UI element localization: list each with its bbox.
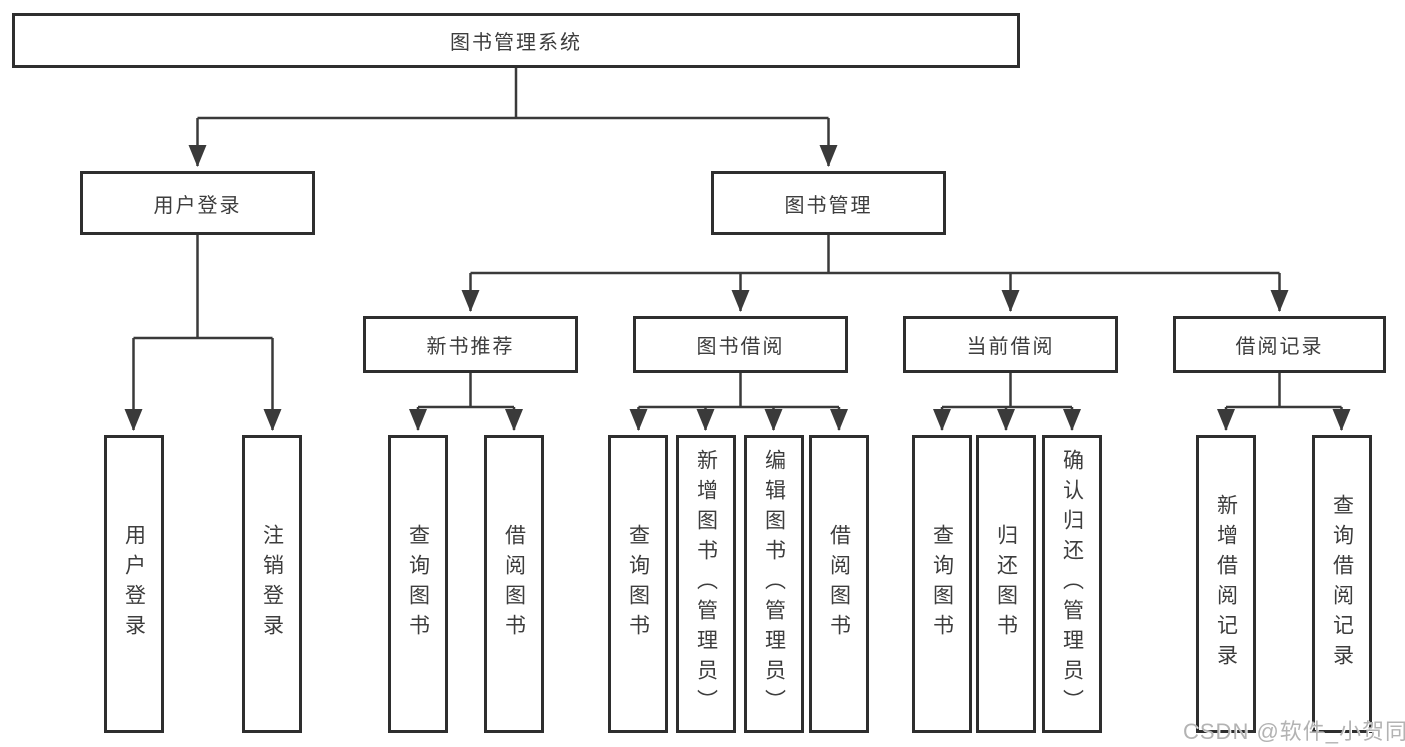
leaf-confirm-return-admin: 确认归还（管理员） bbox=[1042, 435, 1102, 733]
node-book-borrowing: 图书借阅 bbox=[633, 316, 848, 373]
node-label: 图书管理 bbox=[784, 194, 873, 217]
connector-current-borrowing-children bbox=[933, 373, 1081, 431]
node-label: 归还图书 bbox=[994, 524, 1018, 644]
leaf-edit-books-admin: 编辑图书（管理员） bbox=[744, 435, 804, 733]
leaf-query-books-current: 查询图书 bbox=[912, 435, 972, 733]
node-label: 确认归还（管理员） bbox=[1060, 449, 1084, 719]
connector-root-to-level2 bbox=[188, 67, 838, 167]
leaf-add-books-admin: 新增图书（管理员） bbox=[676, 435, 736, 733]
leaf-query-borrow-record: 查询借阅记录 bbox=[1312, 435, 1372, 733]
csdn-watermark: CSDN @软件_小贺同学 bbox=[1183, 719, 1405, 744]
node-label: 查询图书 bbox=[626, 524, 650, 644]
node-current-borrowing: 当前借阅 bbox=[903, 316, 1118, 373]
node-label: 当前借阅 bbox=[966, 336, 1055, 358]
connector-user-login-children bbox=[124, 234, 282, 431]
node-new-book-recommend: 新书推荐 bbox=[363, 316, 578, 373]
node-label: 用户登录 bbox=[153, 194, 242, 217]
leaf-add-borrow-record: 新增借阅记录 bbox=[1196, 435, 1256, 733]
leaf-return-books: 归还图书 bbox=[976, 435, 1036, 733]
node-label: 查询图书 bbox=[930, 524, 954, 644]
connector-book-borrowing-children bbox=[629, 373, 848, 431]
leaf-borrow-books: 借阅图书 bbox=[809, 435, 869, 733]
node-label: 查询图书 bbox=[406, 524, 430, 644]
node-library-management-system: 图书管理系统 bbox=[12, 13, 1020, 68]
connector-borrowing-records-children bbox=[1217, 373, 1351, 431]
node-label: 借阅图书 bbox=[502, 524, 526, 644]
node-label: 借阅记录 bbox=[1235, 336, 1324, 358]
connector-new-book-recommend-children bbox=[409, 373, 523, 431]
node-label: 新增图书（管理员） bbox=[694, 449, 718, 719]
node-book-management: 图书管理 bbox=[711, 171, 946, 235]
node-label: 新书推荐 bbox=[426, 336, 515, 358]
node-label: 编辑图书（管理员） bbox=[762, 449, 786, 719]
node-user-login: 用户登录 bbox=[80, 171, 315, 235]
leaf-borrow-books-recommend: 借阅图书 bbox=[484, 435, 544, 733]
node-label: 用户登录 bbox=[122, 524, 146, 644]
node-label: 图书借阅 bbox=[696, 336, 785, 358]
node-label: 图书管理系统 bbox=[450, 32, 582, 54]
node-label: 借阅图书 bbox=[827, 524, 851, 644]
leaf-query-books-borrowing: 查询图书 bbox=[608, 435, 668, 733]
node-borrowing-records: 借阅记录 bbox=[1173, 316, 1386, 373]
connector-book-management-children bbox=[461, 234, 1289, 312]
leaf-query-books-recommend: 查询图书 bbox=[388, 435, 448, 733]
leaf-user-login: 用户登录 bbox=[104, 435, 164, 733]
node-label: 新增借阅记录 bbox=[1214, 494, 1238, 674]
leaf-logout: 注销登录 bbox=[242, 435, 302, 733]
node-label: 查询借阅记录 bbox=[1330, 494, 1354, 674]
node-label: 注销登录 bbox=[260, 524, 284, 644]
